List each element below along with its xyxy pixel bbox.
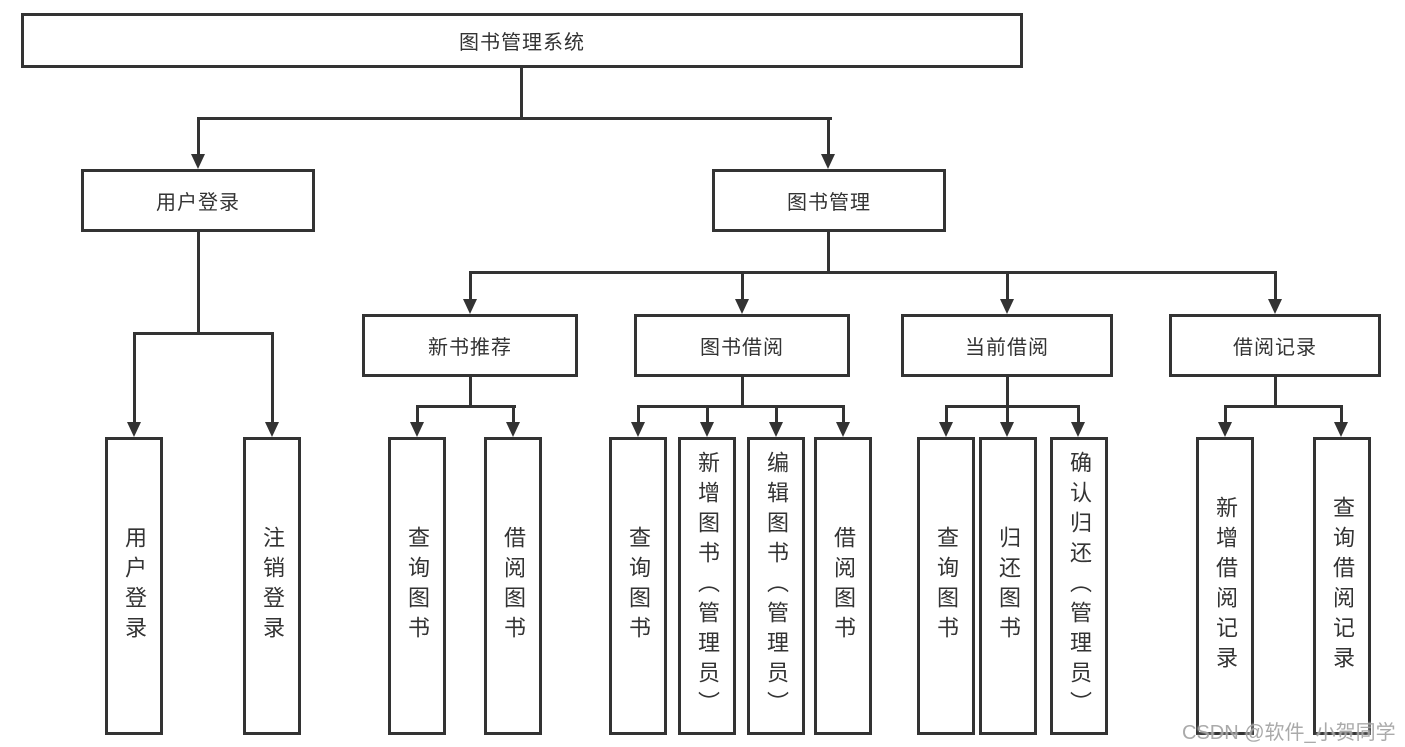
- connector-line: [197, 117, 832, 120]
- connector-line: [1224, 405, 1343, 408]
- leaf-query-borrow-record-label: 查询借阅记录: [1330, 496, 1355, 676]
- leaf-user-login: 用户登录: [105, 437, 163, 735]
- node-current-borrowing: 当前借阅: [901, 314, 1113, 377]
- connector-line: [469, 271, 472, 300]
- node-borrowing-records: 借阅记录: [1169, 314, 1381, 377]
- leaf-add-borrow-record: 新增借阅记录: [1196, 437, 1254, 735]
- leaf-query-books-recommend: 查询图书: [388, 437, 446, 735]
- leaf-user-login-label: 用户登录: [122, 526, 147, 646]
- arrowhead-down-icon: [1218, 422, 1232, 437]
- node-new-book-recommendation: 新书推荐: [362, 314, 578, 377]
- connector-line: [637, 405, 845, 408]
- arrowhead-down-icon: [1000, 299, 1014, 314]
- node-new-book-recommendation-label: 新书推荐: [428, 337, 512, 359]
- leaf-logout-label: 注销登录: [260, 526, 285, 646]
- connector-line: [741, 377, 744, 408]
- connector-line: [1006, 271, 1009, 300]
- connector-line: [520, 68, 523, 119]
- leaf-query-borrow-record: 查询借阅记录: [1313, 437, 1371, 735]
- leaf-query-books-borrowing-label: 查询图书: [626, 526, 651, 646]
- leaf-confirm-return-admin-label: 确认归还（管理员）: [1067, 451, 1092, 721]
- connector-line: [827, 232, 830, 274]
- connector-line: [197, 117, 200, 157]
- arrowhead-down-icon: [127, 422, 141, 437]
- arrowhead-down-icon: [506, 422, 520, 437]
- leaf-confirm-return-admin: 确认归还（管理员）: [1050, 437, 1108, 735]
- node-library-management-system: 图书管理系统: [21, 13, 1023, 68]
- leaf-query-books-borrowing: 查询图书: [609, 437, 667, 735]
- leaf-query-books-recommend-label: 查询图书: [405, 526, 430, 646]
- arrowhead-down-icon: [1334, 422, 1348, 437]
- node-library-management-system-label: 图书管理系统: [459, 32, 585, 54]
- arrowhead-down-icon: [700, 422, 714, 437]
- leaf-query-books-current-label: 查询图书: [934, 526, 959, 646]
- node-book-management-label: 图书管理: [787, 192, 871, 214]
- node-book-management: 图书管理: [712, 169, 946, 232]
- connector-line: [945, 405, 948, 422]
- leaf-add-book-admin-label: 新增图书（管理员）: [695, 451, 720, 721]
- connector-line: [512, 405, 515, 422]
- node-book-borrowing: 图书借阅: [634, 314, 850, 377]
- leaf-return-books-label: 归还图书: [996, 526, 1021, 646]
- connector-line: [741, 271, 744, 300]
- node-user-login: 用户登录: [81, 169, 315, 232]
- csdn-watermark: CSDN @软件_小贺同学: [1182, 722, 1396, 744]
- connector-line: [1006, 405, 1009, 422]
- arrowhead-down-icon: [939, 422, 953, 437]
- arrowhead-down-icon: [410, 422, 424, 437]
- connector-line: [133, 332, 274, 335]
- connector-line: [1224, 405, 1227, 422]
- connector-line: [1006, 377, 1009, 408]
- leaf-borrow-books-recommend-label: 借阅图书: [501, 526, 526, 646]
- arrowhead-down-icon: [191, 154, 205, 169]
- connector-line: [945, 405, 1080, 408]
- connector-line: [1077, 405, 1080, 422]
- arrowhead-down-icon: [735, 299, 749, 314]
- arrowhead-down-icon: [821, 154, 835, 169]
- node-current-borrowing-label: 当前借阅: [965, 337, 1049, 359]
- leaf-logout: 注销登录: [243, 437, 301, 735]
- leaf-borrow-books-borrowing-label: 借阅图书: [831, 526, 856, 646]
- arrowhead-down-icon: [836, 422, 850, 437]
- node-borrowing-records-label: 借阅记录: [1233, 337, 1317, 359]
- connector-line: [775, 405, 778, 422]
- connector-line: [842, 405, 845, 422]
- connector-line: [133, 332, 136, 422]
- arrowhead-down-icon: [1268, 299, 1282, 314]
- connector-line: [416, 405, 516, 408]
- arrowhead-down-icon: [1071, 422, 1085, 437]
- connector-line: [416, 405, 419, 422]
- leaf-return-books: 归还图书: [979, 437, 1037, 735]
- leaf-add-book-admin: 新增图书（管理员）: [678, 437, 736, 735]
- connector-line: [827, 117, 830, 157]
- node-book-borrowing-label: 图书借阅: [700, 337, 784, 359]
- arrowhead-down-icon: [631, 422, 645, 437]
- leaf-borrow-books-recommend: 借阅图书: [484, 437, 542, 735]
- leaf-add-borrow-record-label: 新增借阅记录: [1213, 496, 1238, 676]
- connector-line: [469, 377, 472, 408]
- arrowhead-down-icon: [265, 422, 279, 437]
- arrowhead-down-icon: [769, 422, 783, 437]
- connector-line: [637, 405, 640, 422]
- arrowhead-down-icon: [463, 299, 477, 314]
- connector-line: [1340, 405, 1343, 422]
- connector-line: [197, 232, 200, 335]
- leaf-query-books-current: 查询图书: [917, 437, 975, 735]
- connector-line: [469, 271, 1277, 274]
- connector-line: [271, 332, 274, 422]
- leaf-edit-book-admin: 编辑图书（管理员）: [747, 437, 805, 735]
- connector-line: [1274, 377, 1277, 408]
- leaf-borrow-books-borrowing: 借阅图书: [814, 437, 872, 735]
- connector-line: [1274, 271, 1277, 300]
- connector-line: [706, 405, 709, 422]
- leaf-edit-book-admin-label: 编辑图书（管理员）: [764, 451, 789, 721]
- node-user-login-label: 用户登录: [156, 192, 240, 214]
- arrowhead-down-icon: [1000, 422, 1014, 437]
